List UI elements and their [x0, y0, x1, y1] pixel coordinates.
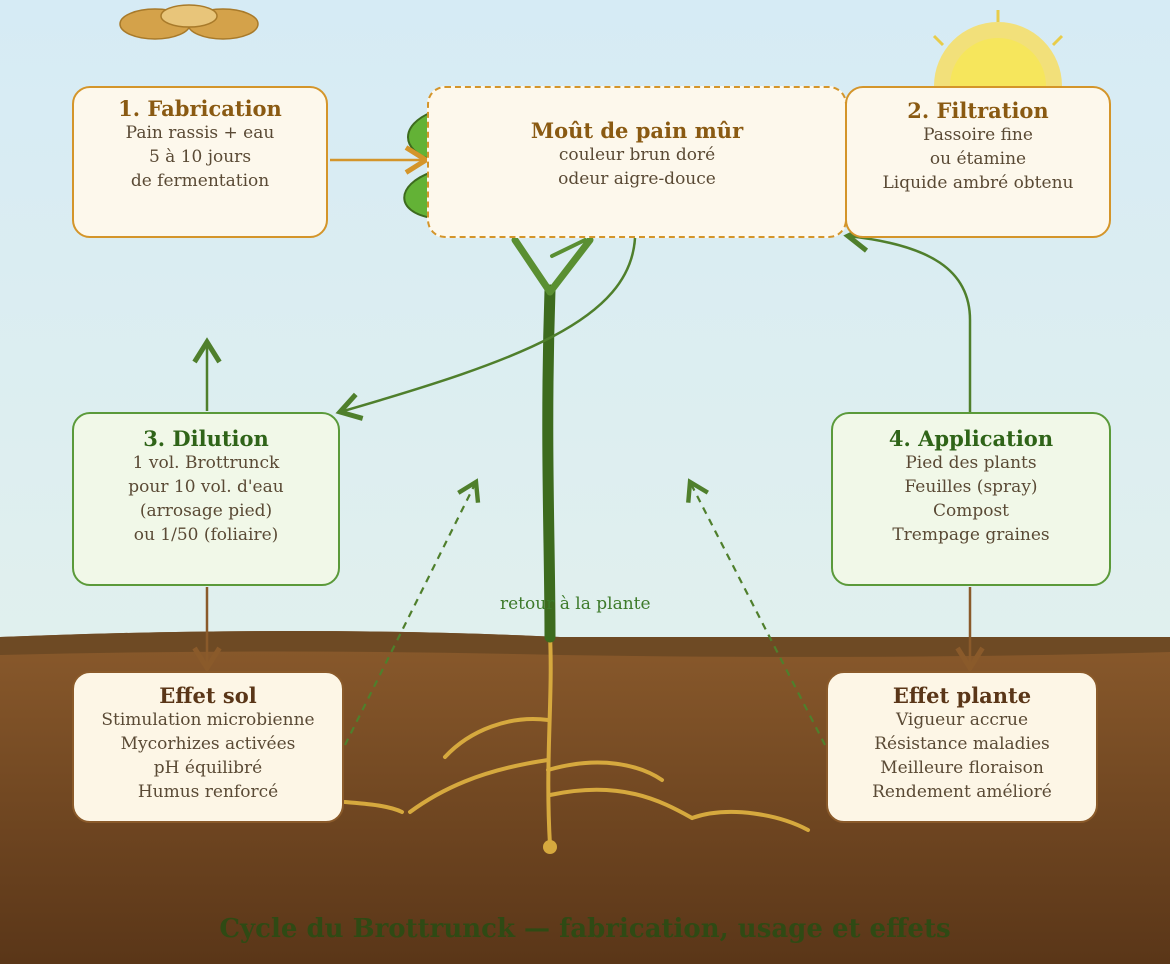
box-fabrication-title: 1. Fabrication: [118, 96, 282, 121]
box-effet-plante-line: Vigueur accrue: [895, 710, 1029, 730]
dashed-arrow-plant-effect: [686, 478, 826, 746]
retour-label: retour à la plante: [500, 594, 651, 614]
box-fabrication-line: de fermentation: [130, 171, 270, 191]
box-application-line: Feuilles (spray): [904, 477, 1038, 497]
arrow-mout-to-dilution: [335, 237, 637, 421]
box-filtration-line: Liquide ambré obtenu: [882, 173, 1074, 193]
box-dilution-line: ou 1/50 (foliaire): [133, 525, 279, 545]
box-dilution-title: 3. Dilution: [143, 426, 269, 451]
roots: [343, 633, 810, 854]
box-effet-sol: Effet sol Stimulation microbienne Mycorh…: [72, 671, 344, 823]
arrow-application-to-filtration: [843, 223, 972, 412]
box-filtration: 2. Filtration Passoire fine ou étamine L…: [845, 86, 1111, 238]
box-application-title: 4. Application: [888, 426, 1054, 451]
box-dilution-line: 1 vol. Brottrunck: [132, 453, 280, 473]
box-fabrication-line: 5 à 10 jours: [148, 147, 252, 167]
bread-icon: [119, 4, 259, 40]
box-mout-title: Moût de pain mûr: [530, 118, 744, 143]
plant-stem: [511, 236, 594, 643]
box-mout-line: couleur brun doré: [558, 145, 716, 165]
box-fabrication-line: Pain rassis + eau: [125, 123, 275, 143]
box-application-line: Compost: [932, 501, 1010, 521]
diagram-caption: Cycle du Brottrunck — fabrication, usage…: [219, 914, 951, 944]
box-effet-sol-line: pH équilibré: [153, 758, 263, 778]
box-filtration-line: Passoire fine: [923, 125, 1033, 145]
box-dilution-line: (arrosage pied): [139, 501, 273, 521]
box-application: 4. Application Pied des plants Feuilles …: [831, 412, 1111, 586]
box-application-line: Trempage graines: [892, 525, 1050, 545]
box-filtration-line: ou étamine: [929, 149, 1027, 169]
box-application-line: Pied des plants: [905, 453, 1037, 473]
box-effet-plante-title: Effet plante: [892, 683, 1032, 708]
dashed-arrow-soil-to-plant: [344, 478, 481, 746]
box-mout-line: odeur aigre-douce: [558, 169, 716, 189]
box-effet-plante-line: Résistance maladies: [874, 734, 1050, 754]
box-filtration-title: 2. Filtration: [907, 98, 1049, 123]
box-effet-sol-line: Stimulation microbienne: [101, 710, 315, 730]
box-effet-plante: Effet plante Vigueur accrue Résistance m…: [826, 671, 1098, 823]
box-fabrication: 1. Fabrication Pain rassis + eau 5 à 10 …: [72, 86, 328, 238]
arrows: [192, 145, 985, 746]
box-effet-sol-line: Humus renforcé: [137, 782, 279, 802]
box-effet-sol-title: Effet sol: [159, 683, 257, 708]
box-effet-plante-line: Meilleure floraison: [880, 758, 1044, 778]
box-dilution: 3. Dilution 1 vol. Brottrunck pour 10 vo…: [72, 412, 340, 586]
box-mout: Moût de pain mûr couleur brun doré odeur…: [427, 86, 847, 238]
box-effet-sol-line: Mycorhizes activées: [120, 734, 296, 754]
box-effet-plante-line: Rendement amélioré: [872, 782, 1052, 802]
box-dilution-line: pour 10 vol. d'eau: [128, 477, 284, 497]
